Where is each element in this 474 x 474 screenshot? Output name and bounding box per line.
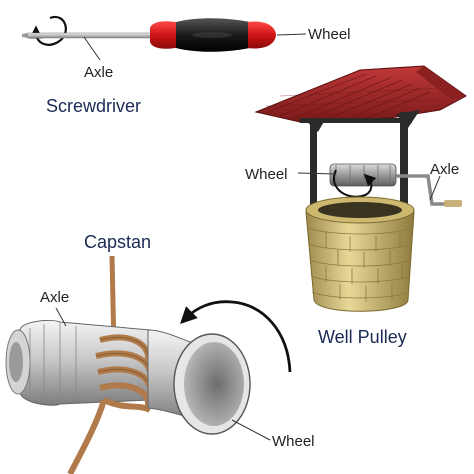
capstan-axle-label: Axle — [40, 289, 69, 306]
screwdriver-handle-end — [248, 21, 276, 49]
well-title: Well Pulley — [318, 327, 407, 347]
screwdriver-rotation-arrow — [29, 15, 67, 46]
well-barrel — [329, 163, 397, 187]
well-pulley-illustration — [254, 65, 467, 312]
well-rotation-arrow — [333, 169, 377, 198]
well-wheel-label: Wheel — [245, 166, 288, 183]
capstan-illustration — [5, 255, 292, 474]
well-left-post — [310, 118, 317, 210]
capstan-title: Capstan — [84, 232, 151, 252]
well-axle-label: Axle — [430, 161, 459, 178]
screwdriver-shaft — [25, 32, 155, 39]
screwdriver-axle-label: Axle — [84, 64, 113, 81]
screwdriver-wheel-label: Wheel — [308, 26, 351, 43]
well-right-post — [400, 112, 408, 212]
capstan-rope-out — [67, 399, 107, 474]
capstan-wheel-label: Wheel — [272, 433, 315, 450]
screwdriver-title: Screwdriver — [46, 96, 141, 116]
screwdriver-handle-red-collar — [150, 21, 178, 49]
capstan-axle — [19, 319, 151, 406]
capstan-rotation-arrow — [180, 300, 292, 373]
screwdriver-illustration — [22, 15, 307, 61]
well-crank-handle — [396, 174, 450, 206]
